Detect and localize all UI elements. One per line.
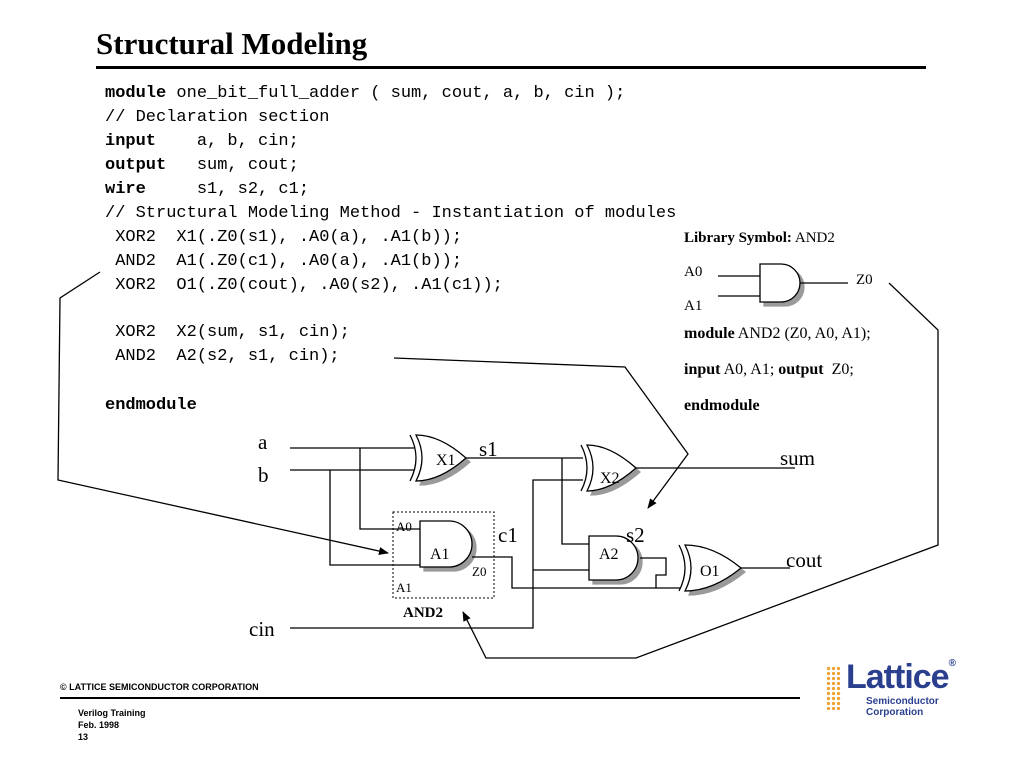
library-pin-a1: A1 <box>684 298 703 314</box>
slide-title: Structural Modeling <box>96 26 368 61</box>
decl-text: AND2 (Z0, A0, A1); <box>734 325 871 342</box>
logo-subtitle-2: Corporation <box>866 707 924 718</box>
footer-page-number: 13 <box>78 732 89 742</box>
code-line-a1: AND2 A1(.Z0(c1), .A0(a), .A1(b)); <box>105 252 463 271</box>
code-text: a, b, cin; <box>156 132 299 151</box>
keyword-module: module <box>684 325 735 342</box>
keyword-module: module <box>105 84 167 103</box>
decl-text: A0, A1; <box>720 361 779 378</box>
library-symbol-name: AND2 <box>791 230 835 246</box>
gate-o1-symbol <box>678 544 747 596</box>
code-line-o1: XOR2 O1(.Z0(cout), .A0(s2), .A1(c1)); <box>105 276 503 295</box>
net-label-c1: c1 <box>498 523 518 547</box>
code-line-comment-declaration: // Declaration section <box>105 108 330 127</box>
code-text: sum, cout; <box>166 156 299 175</box>
input-label-a: a <box>258 430 268 454</box>
gate-label-x2: X2 <box>600 470 620 487</box>
keyword-input: input <box>105 132 157 151</box>
input-label-b: b <box>258 463 269 487</box>
copyright-text: © LATTICE SEMICONDUCTOR CORPORATION <box>60 682 259 692</box>
code-line-x2: XOR2 X2(sum, s1, cin); <box>105 323 350 342</box>
code-text: s1, s2, c1; <box>145 180 310 199</box>
library-symbol-heading: Library Symbol: AND2 <box>684 230 835 247</box>
code-line-x1: XOR2 X1(.Z0(s1), .A0(a), .A1(b)); <box>105 228 463 247</box>
title-underline <box>96 66 926 69</box>
keyword-output: output <box>778 361 824 378</box>
footer-rule <box>60 697 800 699</box>
logo-dot-grid <box>826 666 842 710</box>
net-label-s1: s1 <box>479 437 498 461</box>
a1-pin-a1: A1 <box>396 580 412 595</box>
footer-date: Feb. 1998 <box>78 720 120 730</box>
keyword-wire: wire <box>105 180 146 199</box>
logo-wordmark: Lattice® <box>846 658 956 697</box>
decl-text: Z0; <box>823 361 854 378</box>
logo-registered-mark: ® <box>948 658 956 669</box>
lattice-logo: Lattice® Semiconductor Corporation <box>826 658 966 722</box>
library-decl-ports: input A0, A1; output Z0; <box>684 361 854 379</box>
a1-pin-a0: A0 <box>396 519 412 534</box>
library-pin-z0: Z0 <box>856 272 873 288</box>
keyword-endmodule: endmodule <box>684 397 760 414</box>
keyword-output: output <box>105 156 167 175</box>
code-line-a2: AND2 A2(s2, s1, cin); <box>105 347 340 366</box>
and2-box-label: AND2 <box>403 605 443 621</box>
code-text: one_bit_full_adder ( sum, cout, a, b, ci… <box>166 84 626 103</box>
gate-label-o1: O1 <box>700 563 720 580</box>
library-pin-a0: A0 <box>684 264 703 280</box>
gate-a2-symbol <box>588 535 643 585</box>
gate-label-a2: A2 <box>599 546 619 563</box>
library-decl-endmodule: endmodule <box>684 397 760 415</box>
code-line-output: output sum, cout; <box>105 154 299 178</box>
code-line-module: module one_bit_full_adder ( sum, cout, a… <box>105 82 625 106</box>
annotation-arrows <box>57 271 939 659</box>
gate-label-x1: X1 <box>436 452 456 469</box>
library-symbol-label: Library Symbol: <box>684 230 792 246</box>
output-label-cout: cout <box>786 548 823 572</box>
gate-x1-symbol <box>409 434 471 486</box>
logo-subtitle-1: Semiconductor <box>866 696 939 707</box>
code-line-endmodule: endmodule <box>105 394 197 418</box>
footer-course: Verilog Training <box>78 708 146 718</box>
library-and2-symbol <box>718 263 848 307</box>
library-decl-module: module AND2 (Z0, A0, A1); <box>684 325 871 343</box>
code-line-input: input a, b, cin; <box>105 130 299 154</box>
gate-x2-symbol <box>580 444 641 496</box>
output-label-sum: sum <box>780 446 816 470</box>
code-line-comment-structural: // Structural Modeling Method - Instanti… <box>105 204 677 223</box>
input-label-cin: cin <box>249 617 275 641</box>
a1-pin-z0: Z0 <box>472 564 487 579</box>
keyword-endmodule: endmodule <box>105 396 197 415</box>
code-line-wire: wire s1, s2, c1; <box>105 178 309 202</box>
gate-label-a1: A1 <box>430 546 450 563</box>
and2-instance-box <box>392 511 495 599</box>
keyword-input: input <box>684 361 721 378</box>
gate-a1-symbol <box>419 520 477 572</box>
net-label-s2: s2 <box>626 523 645 547</box>
logo-word: Lattice <box>846 658 950 696</box>
wires <box>290 447 795 629</box>
